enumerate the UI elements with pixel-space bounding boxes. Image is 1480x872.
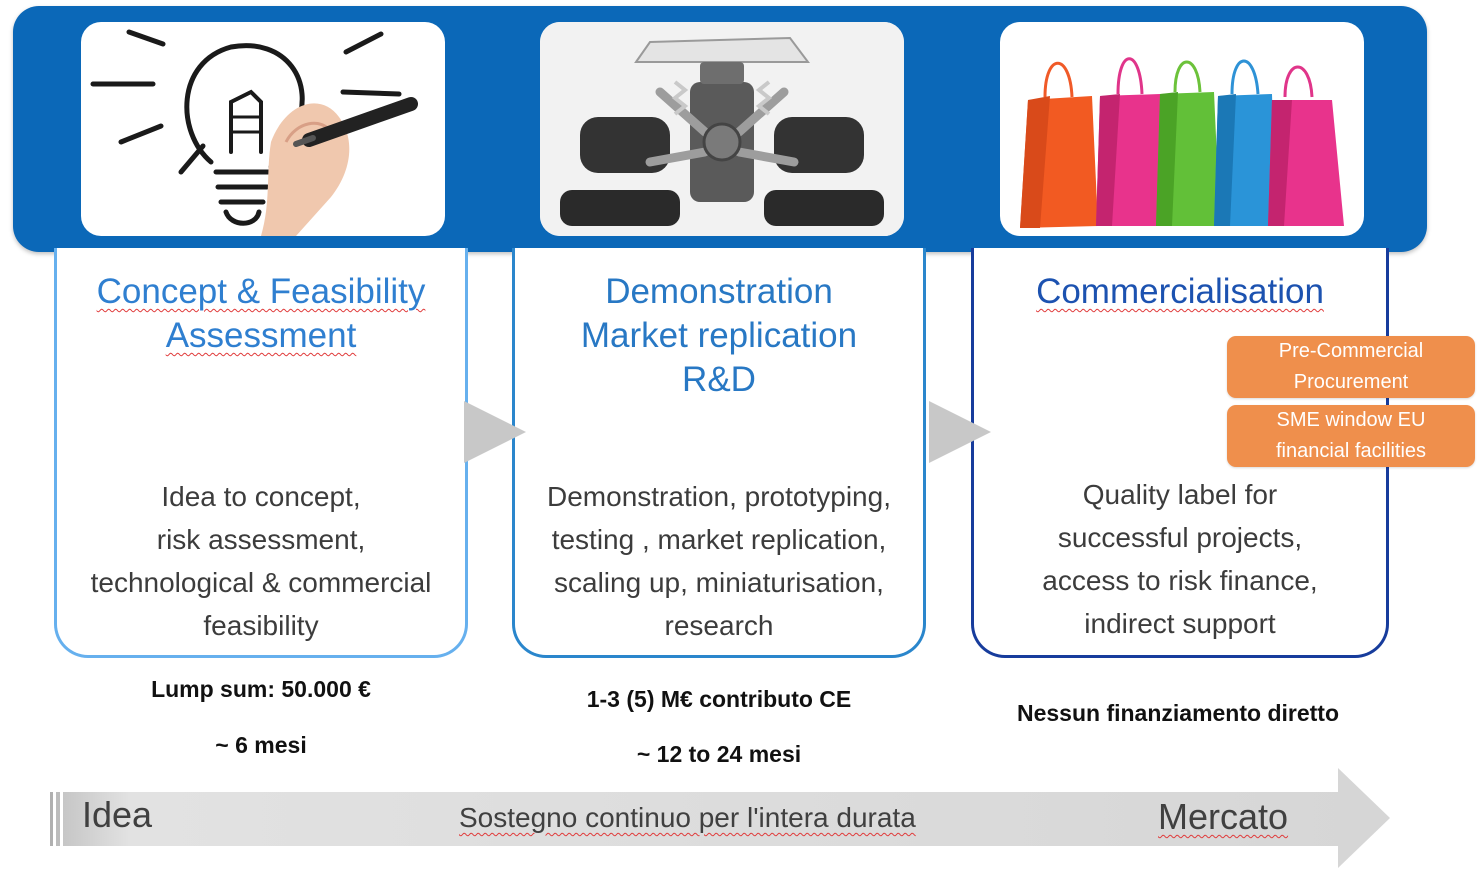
duration: ~ 12 to 24 mesi — [636, 741, 802, 767]
timeline-end-label: Mercato — [1158, 796, 1289, 837]
duration: ~ 6 mesi — [215, 732, 307, 758]
tag-pre-commercial-procurement: Pre-Commercial Procurement — [1227, 336, 1475, 398]
lightbulb-sketch-icon — [81, 22, 445, 236]
stage-title: Commercialisation — [1036, 272, 1324, 311]
chevron-right-icon — [464, 401, 526, 463]
shopping-bags-icon — [1000, 22, 1364, 236]
stage-concept-feasibility: Concept & Feasibility Assessment Idea to… — [54, 248, 468, 658]
funding-amount: Lump sum: 50.000 € — [151, 676, 371, 702]
rc-car-chassis-icon — [540, 22, 904, 236]
timeline-start-label: Idea — [82, 794, 153, 835]
tag-sme-window: SME window EU financial facilities — [1227, 405, 1475, 467]
timeline-middle-label: Sostegno continuo per l'intera durata — [459, 802, 916, 833]
stage-title: Concept & Feasibility Assessment — [96, 272, 426, 355]
stage-description: Demonstration, prototyping, testing , ma… — [547, 481, 891, 641]
funding-amount: 1-3 (5) M€ contributo CE — [586, 686, 852, 712]
stage-title: Demonstration Market replication R&D — [580, 272, 858, 399]
funding-amount: Nessun finanziamento diretto — [1016, 700, 1340, 726]
stage-description: Quality label for successful projects, a… — [1042, 479, 1318, 639]
chevron-right-icon — [929, 401, 991, 463]
stage-description: Idea to concept, risk assessment, techno… — [90, 481, 432, 641]
